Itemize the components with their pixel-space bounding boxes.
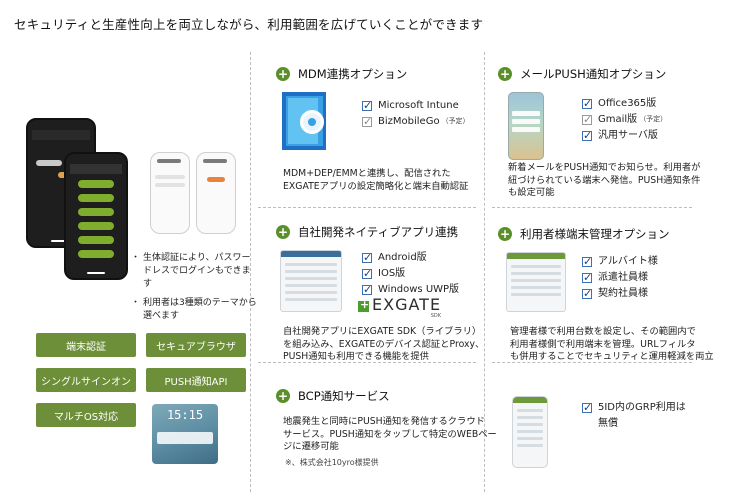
accent-button: [207, 177, 225, 182]
checkbox-checked-icon: [582, 96, 592, 111]
logo-bar: [203, 159, 227, 163]
check-item: 5ID内のGRP利用は: [582, 400, 686, 415]
checkbox-checked-icon: [362, 114, 372, 129]
checkbox-checked-icon: [582, 270, 592, 285]
checkbox-checked-icon: [582, 400, 592, 415]
section-title-native: + 自社開発ネイティブアプリ連携: [276, 224, 458, 240]
bcp-description: 地震発生と同時にPUSH通知を発信するクラウドサービス。PUSH通知をタップして…: [283, 416, 497, 452]
exgate-plus-icon: [358, 298, 369, 312]
plus-icon: +: [276, 389, 290, 403]
divider-row-1-right: [492, 207, 692, 208]
phone-header-bar: [70, 164, 122, 174]
plus-icon: +: [276, 225, 290, 239]
home-indicator: [51, 240, 71, 242]
checkbox-checked-icon: [362, 98, 372, 113]
feature-push-api: PUSH通知API: [146, 368, 246, 392]
chat-bubble: [36, 160, 62, 166]
plus-icon: +: [276, 67, 290, 81]
notification-banner: [157, 432, 213, 444]
mail-phone-screenshot: [508, 92, 544, 160]
phone-screenshot-theme: [196, 152, 236, 234]
check-item: Windows UWP版: [362, 282, 459, 297]
check-item: アルバイト様: [582, 254, 658, 269]
plus-icon: +: [498, 67, 512, 81]
check-item: 汎用サーバ版: [582, 128, 667, 143]
native-check-list: Android版 IOS版 Windows UWP版: [362, 250, 459, 298]
feature-device-auth: 端末認証: [36, 333, 136, 357]
bullet-item: 生体認証により、パスワードレスでログインもできます: [131, 252, 259, 291]
checkbox-checked-icon: [362, 250, 372, 265]
check-item: Microsoft Intune: [362, 98, 470, 113]
mail-description: 新着メールをPUSH通知でお知らせ。利用者が紐づけられている端末へ発信。PUSH…: [508, 162, 701, 198]
field: [155, 175, 185, 179]
bullet-item: 利用者は3種類のテーマから選べます: [131, 297, 259, 323]
mdm-check-list: Microsoft Intune BizMobileGo（予定）: [362, 98, 470, 130]
native-title: 自社開発ネイティブアプリ連携: [298, 225, 459, 239]
bullet-list: 生体認証により、パスワードレスでログインもできます 利用者は3種類のテーマから選…: [131, 252, 259, 329]
headline: セキュリティと生産性向上を両立しながら、利用範囲を広げていくことができます: [14, 17, 484, 32]
plus-icon: +: [498, 227, 512, 241]
native-description: 自社開発アプリにEXGATE SDK（ライブラリ）を組み込み、EXGATEのデバ…: [283, 326, 485, 362]
section-title-mail: + メールPUSH通知オプション: [498, 66, 666, 82]
bcp-footnote: ※、株式会社10yro様提供: [285, 458, 379, 467]
logo-bar: [157, 159, 181, 163]
check-item: Gmail版（予定）: [582, 112, 667, 127]
checkbox-checked-icon: [582, 112, 592, 127]
section-title-mdm: + MDM連携オプション: [276, 66, 407, 82]
lock-screen-screenshot: 15:15: [152, 404, 218, 464]
checkbox-checked-icon: [582, 128, 592, 143]
check-item: IOS版: [362, 266, 459, 281]
menu-item: [78, 236, 114, 244]
divider-row-2: [258, 362, 476, 363]
home-indicator: [87, 272, 105, 274]
phone-header-bar: [32, 130, 90, 140]
divider-middle: [484, 52, 485, 492]
bcp-title: BCP通知サービス: [298, 389, 390, 403]
device-title: 利用者様端末管理オプション: [520, 227, 670, 241]
grp-app-screenshot: [512, 396, 548, 468]
field: [155, 183, 185, 187]
native-app-screenshot: [280, 250, 342, 312]
menu-item: [78, 194, 114, 202]
divider-row-2-right: [492, 362, 692, 363]
device-admin-screenshot: [506, 252, 566, 312]
menu-item: [78, 180, 114, 188]
device-check-list: アルバイト様 派遣社員様 契約社員様: [582, 254, 658, 302]
grp-check-list: 5ID内のGRP利用は 無償: [582, 400, 686, 431]
checkbox-checked-icon: [362, 266, 372, 281]
check-item: Android版: [362, 250, 459, 265]
check-item: 派遣社員様: [582, 270, 658, 285]
exgate-sdk-logo: EXGATE SDK: [358, 297, 441, 319]
section-title-device: + 利用者様端末管理オプション: [498, 226, 670, 242]
menu-item: [78, 222, 114, 230]
phone-screenshot-menu: [64, 152, 128, 280]
mdm-gear-icon: [278, 92, 334, 152]
mail-title: メールPUSH通知オプション: [520, 67, 667, 81]
grp-sub-label: 無償: [598, 418, 618, 429]
section-title-bcp: + BCP通知サービス: [276, 388, 390, 404]
feature-sso: シングルサインオン: [36, 368, 136, 392]
feature-secure-browser: セキュアブラウザ: [146, 333, 246, 357]
checkbox-checked-icon: [582, 286, 592, 301]
divider-row-1: [258, 207, 476, 208]
check-item: Office365版: [582, 96, 667, 111]
menu-item: [78, 208, 114, 216]
device-description: 管理者様で利用台数を設定し、その範囲内で利用者様側で利用端末を管理。URLフィル…: [510, 326, 714, 362]
check-item: 契約社員様: [582, 286, 658, 301]
feature-multi-os: マルチOS対応: [36, 403, 136, 427]
checkbox-checked-icon: [362, 282, 372, 297]
menu-item: [78, 250, 114, 258]
lock-screen-time: 15:15: [166, 408, 204, 422]
checkbox-checked-icon: [582, 254, 592, 269]
check-item: BizMobileGo（予定）: [362, 114, 470, 129]
mail-check-list: Office365版 Gmail版（予定） 汎用サーバ版: [582, 96, 667, 144]
phone-screenshot-login: [150, 152, 190, 234]
mdm-title: MDM連携オプション: [298, 67, 408, 81]
